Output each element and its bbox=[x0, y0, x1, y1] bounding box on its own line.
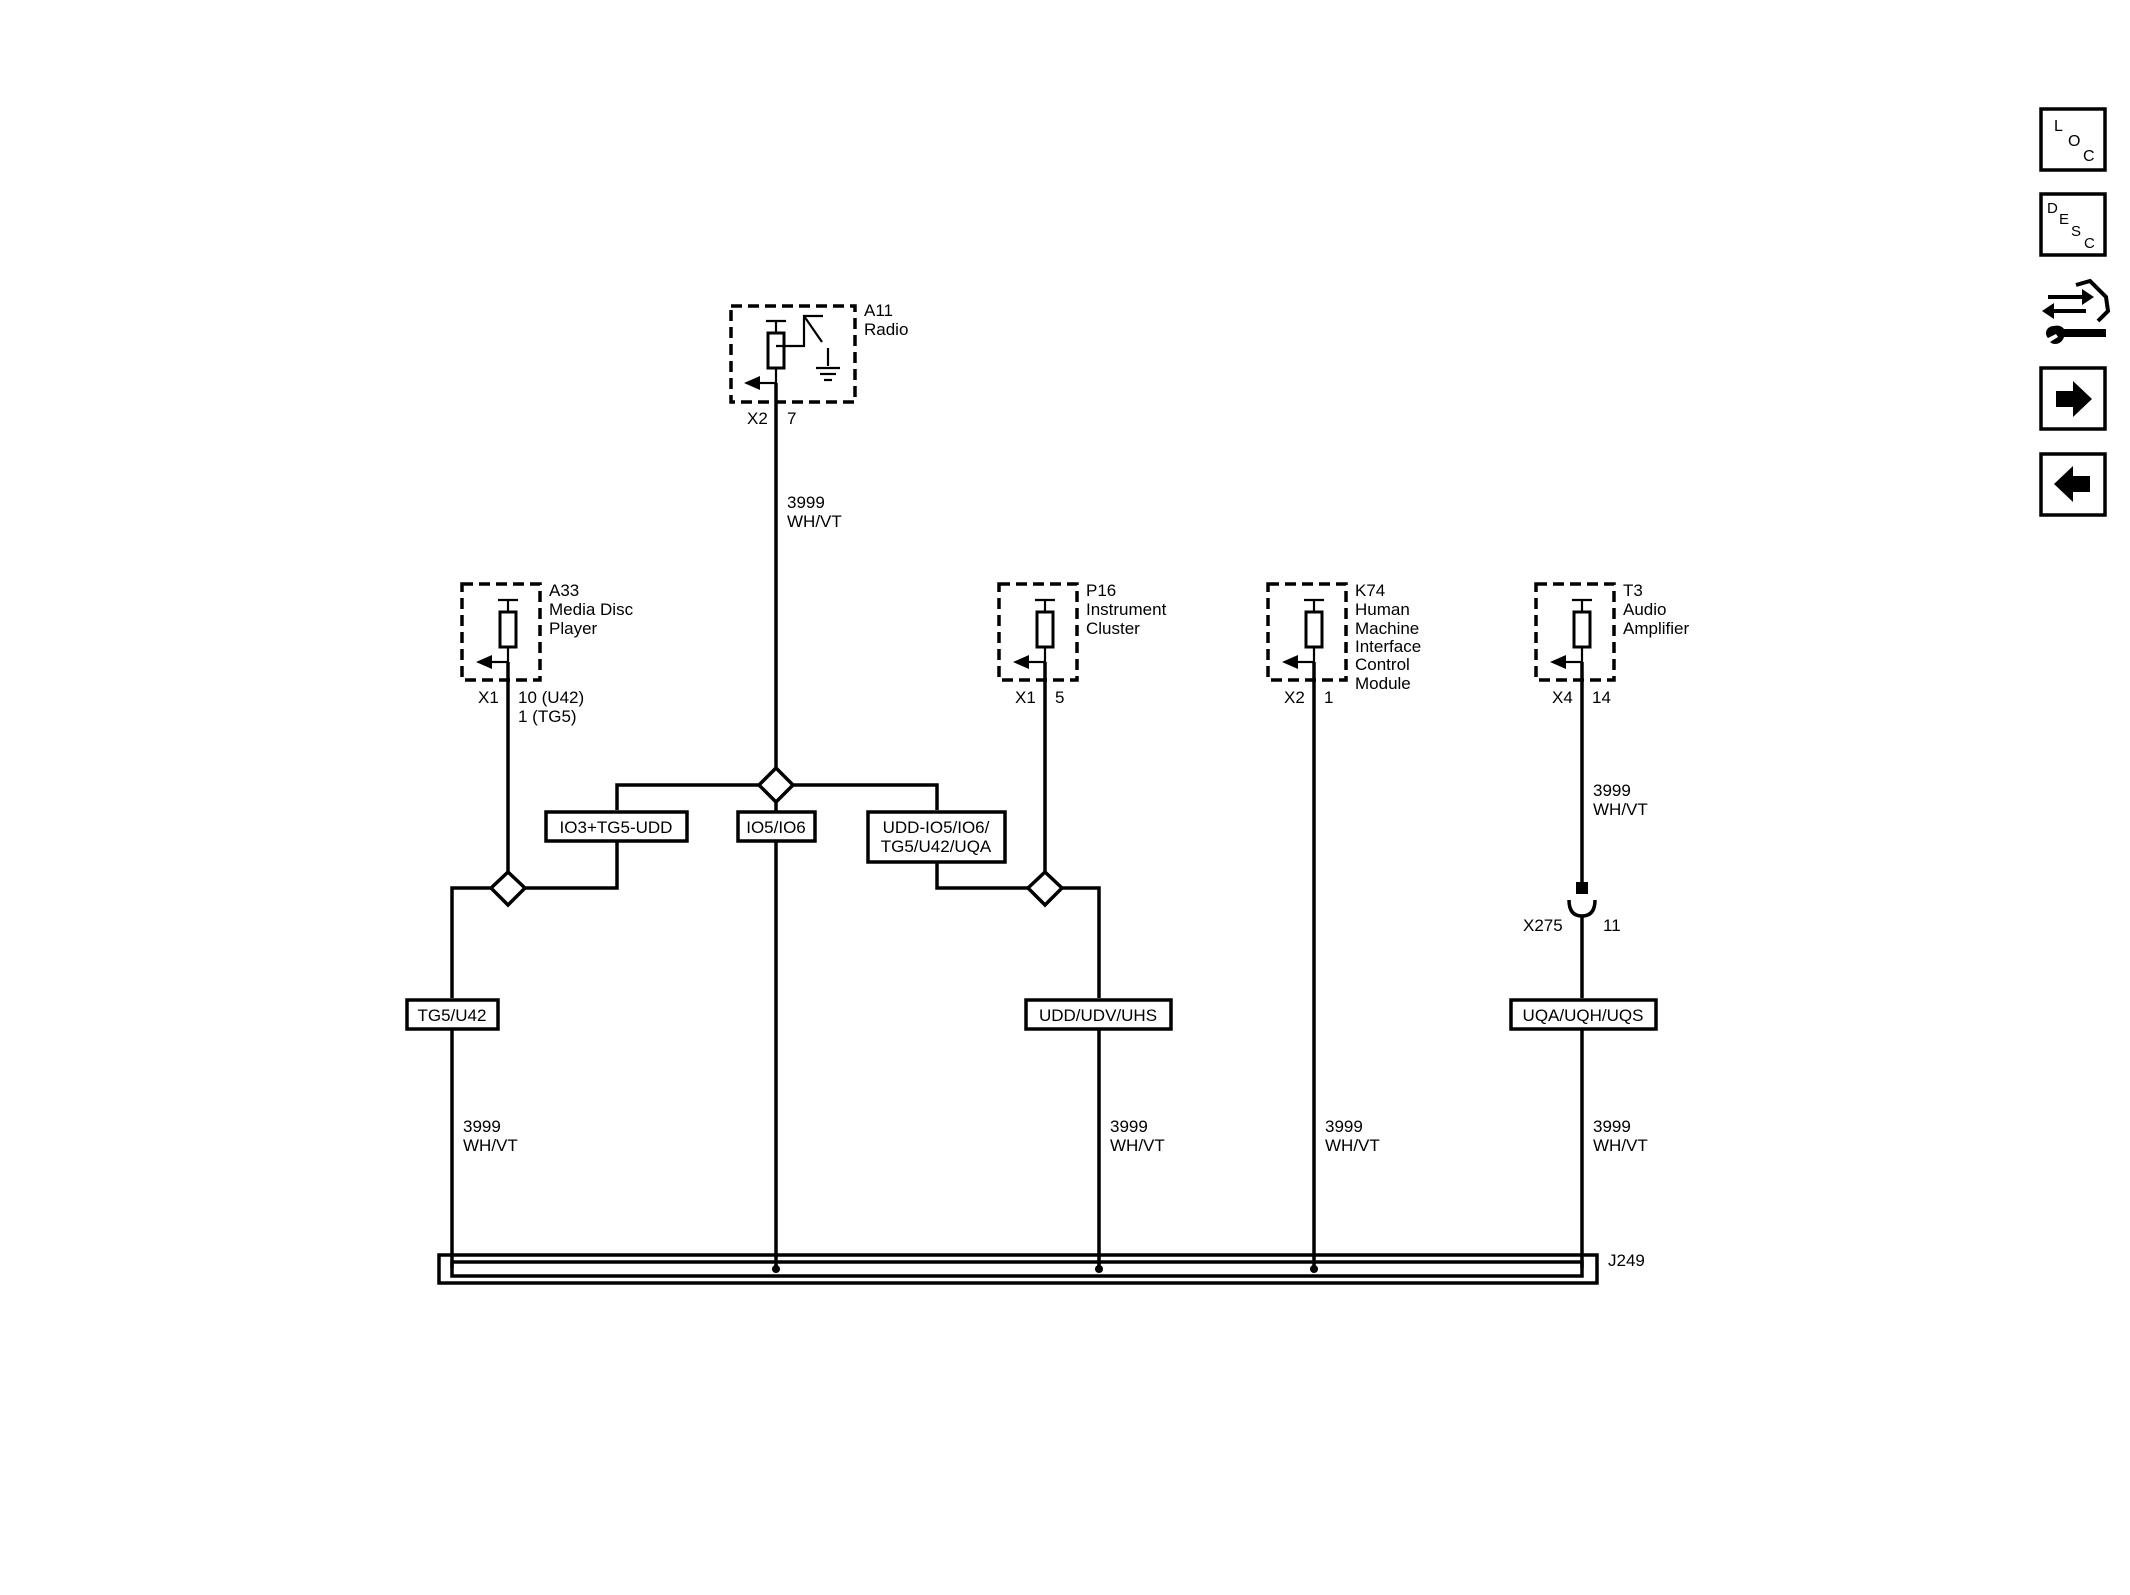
k74-name-2: Machine bbox=[1355, 619, 1419, 638]
wire-io3-branch bbox=[525, 841, 619, 890]
wiring-tools-icon[interactable] bbox=[2036, 276, 2112, 346]
wire-k74-circuit: 3999 bbox=[1325, 1117, 1363, 1136]
svg-text:TG5/U42/UQA: TG5/U42/UQA bbox=[881, 837, 992, 856]
wire-uqa-color: WH/VT bbox=[1593, 1136, 1648, 1155]
k74-pin: 1 bbox=[1324, 688, 1333, 707]
svg-text:O: O bbox=[2068, 133, 2080, 150]
component-a11-radio[interactable]: A11 Radio X2 7 bbox=[729, 301, 908, 428]
component-t3-audio-amplifier[interactable]: T3 Audio Amplifier X4 14 bbox=[1534, 581, 1689, 707]
splice-p16 bbox=[1025, 869, 1065, 908]
svg-text:S: S bbox=[2071, 223, 2081, 240]
p16-ref: P16 bbox=[1086, 581, 1116, 600]
svg-text:IO3+TG5-UDD: IO3+TG5-UDD bbox=[560, 818, 673, 837]
a11-ref: A11 bbox=[864, 301, 893, 320]
svg-text:UQA/UQH/UQS: UQA/UQH/UQS bbox=[1523, 1006, 1644, 1025]
previous-page-button[interactable] bbox=[2039, 452, 2107, 517]
option-uqa-uqh-uqs: UQA/UQH/UQS bbox=[1509, 998, 1658, 1031]
k74-name-5: Module bbox=[1355, 674, 1411, 693]
p16-pin: 5 bbox=[1055, 688, 1064, 707]
option-tg5-u42: TG5/U42 bbox=[405, 998, 500, 1031]
svg-text:L: L bbox=[2054, 118, 2063, 135]
inline-connector-x275: X275 11 bbox=[1523, 882, 1621, 935]
wire-tg5-circuit: 3999 bbox=[463, 1117, 501, 1136]
component-p16-instrument-cluster[interactable]: P16 Instrument Cluster X1 5 bbox=[997, 581, 1167, 707]
a11-connector: X2 bbox=[747, 409, 768, 428]
loc-button[interactable]: L O C bbox=[2039, 107, 2107, 172]
t3-name-1: Audio bbox=[1623, 600, 1666, 619]
svg-text:D: D bbox=[2047, 200, 2058, 217]
option-io3-tg5-udd: IO3+TG5-UDD bbox=[544, 810, 689, 843]
x275-ref: X275 bbox=[1523, 916, 1563, 935]
x275-pin: 11 bbox=[1603, 916, 1621, 935]
a11-pin: 7 bbox=[787, 409, 796, 428]
t3-name-2: Amplifier bbox=[1623, 619, 1689, 638]
option-udd-udv-uhs: UDD/UDV/UHS bbox=[1024, 998, 1173, 1031]
wire-t3-color: WH/VT bbox=[1593, 800, 1648, 819]
p16-name-2: Cluster bbox=[1086, 619, 1140, 638]
next-page-button[interactable] bbox=[2039, 366, 2107, 431]
k74-ref: K74 bbox=[1355, 581, 1385, 600]
t3-connector: X4 bbox=[1552, 688, 1573, 707]
wire-udd-circuit: 3999 bbox=[1110, 1117, 1148, 1136]
a33-ref: A33 bbox=[549, 581, 579, 600]
component-a33-media-disc-player[interactable]: A33 Media Disc Player X1 10 (U42) 1 (TG5… bbox=[460, 581, 634, 726]
t3-pin: 14 bbox=[1592, 688, 1611, 707]
j249-ref: J249 bbox=[1608, 1251, 1645, 1270]
a33-pin-1: 10 (U42) bbox=[518, 688, 584, 707]
wire-udv-branch bbox=[1062, 886, 1101, 998]
a11-name: Radio bbox=[864, 320, 908, 339]
wire-udd-color: WH/VT bbox=[1110, 1136, 1165, 1155]
svg-text:UDD/UDV/UHS: UDD/UDV/UHS bbox=[1039, 1006, 1157, 1025]
svg-text:C: C bbox=[2084, 235, 2095, 252]
t3-ref: T3 bbox=[1623, 581, 1643, 600]
k74-name-4: Control bbox=[1355, 655, 1410, 674]
wire-uqa-circuit: 3999 bbox=[1593, 1117, 1631, 1136]
wire-k74-color: WH/VT bbox=[1325, 1136, 1380, 1155]
wire-udd-branch bbox=[935, 862, 1028, 890]
splice-top bbox=[756, 765, 796, 805]
svg-text:UDD-IO5/IO6/: UDD-IO5/IO6/ bbox=[883, 818, 990, 837]
wire-t3-circuit: 3999 bbox=[1593, 781, 1631, 800]
right-arrow-icon bbox=[2056, 381, 2092, 417]
p16-connector: X1 bbox=[1015, 688, 1036, 707]
wire-a11-color: WH/VT bbox=[787, 512, 842, 531]
wire-a11-circuit: 3999 bbox=[787, 493, 825, 512]
k74-name-1: Human bbox=[1355, 600, 1410, 619]
a33-name-1: Media Disc bbox=[549, 600, 634, 619]
left-arrow-icon bbox=[2054, 466, 2090, 502]
svg-text:E: E bbox=[2059, 211, 2069, 228]
k74-name-3: Interface bbox=[1355, 637, 1421, 656]
wire-tg5-color: WH/VT bbox=[463, 1136, 518, 1155]
a33-pin-2: 1 (TG5) bbox=[518, 707, 577, 726]
k74-connector: X2 bbox=[1284, 688, 1305, 707]
svg-text:IO5/IO6: IO5/IO6 bbox=[746, 818, 806, 837]
splice-a33 bbox=[488, 869, 528, 908]
component-k74-hmi-control-module[interactable]: K74 Human Machine Interface Control Modu… bbox=[1266, 581, 1421, 707]
svg-text:C: C bbox=[2083, 148, 2095, 165]
a33-connector: X1 bbox=[478, 688, 499, 707]
junction-block-j249: J249 bbox=[437, 1251, 1645, 1285]
svg-text:TG5/U42: TG5/U42 bbox=[418, 1006, 487, 1025]
desc-button[interactable]: D E S C bbox=[2039, 192, 2107, 257]
option-udd-io5-io6-tg5-u42-uqa: UDD-IO5/IO6/ TG5/U42/UQA bbox=[866, 810, 1007, 864]
p16-name-1: Instrument bbox=[1086, 600, 1167, 619]
a33-name-2: Player bbox=[549, 619, 598, 638]
option-io5-io6: IO5/IO6 bbox=[736, 810, 817, 843]
wire-tg5-branch bbox=[450, 886, 491, 998]
